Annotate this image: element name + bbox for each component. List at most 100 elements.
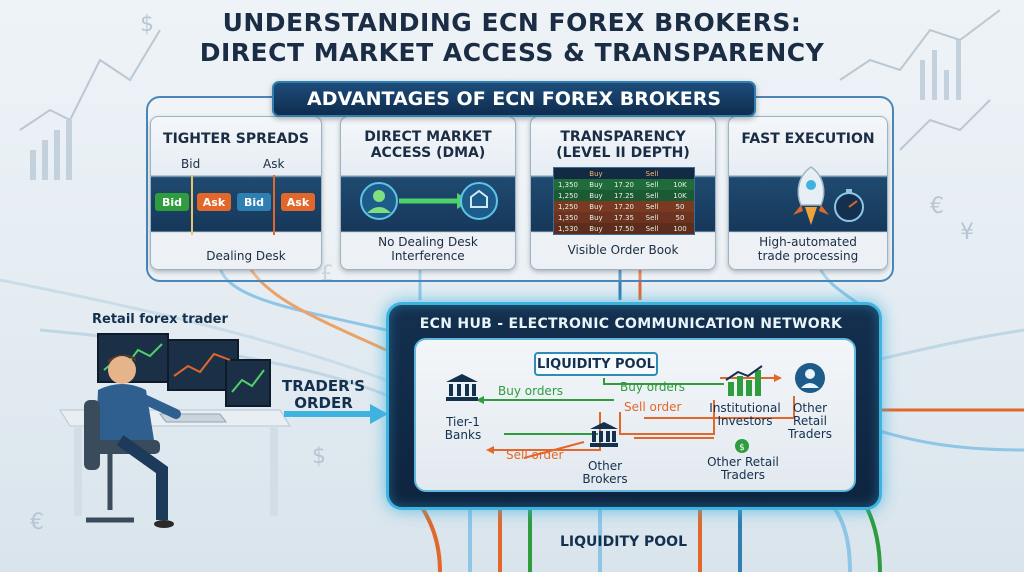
ob-header: Sell — [645, 169, 659, 178]
card-title-line-2: Access (DMA) — [370, 145, 486, 161]
order-arrow — [284, 404, 388, 424]
bid-pill: Bid — [155, 193, 189, 211]
ob-cell: 10K — [673, 191, 687, 200]
bank-icon — [446, 374, 478, 401]
node-other-brokers: Other Brokers — [578, 460, 632, 486]
stopwatch-icon — [834, 189, 864, 222]
ask-pill: Ask — [197, 193, 231, 211]
svg-text:$: $ — [739, 443, 745, 453]
node-line: Other Retail — [707, 455, 779, 469]
currency-yen-icon: ¥ — [960, 220, 974, 245]
hub-title: ECN Hub - Electronic Communication Netwo… — [419, 316, 843, 332]
currency-dollar-icon: $ — [312, 444, 326, 469]
node-line: Brokers — [582, 472, 628, 486]
ob-cell: Sell — [645, 180, 659, 189]
order-book-header: Buy Sell — [554, 168, 694, 179]
person-icon — [795, 363, 825, 393]
order-book-row: 1,350 Buy 17.20 Sell 10K — [554, 179, 694, 190]
card-tighter-spreads: Tighter Spreads Bid Ask Bid Ask Bid Ask … — [150, 116, 322, 270]
trader-illustration — [59, 333, 291, 528]
ob-cell: 50 — [675, 202, 685, 211]
traders-order-label: Trader's Order — [282, 378, 365, 412]
card-title-line-2: (Level II Depth) — [556, 145, 690, 161]
flow-buy-orders-1: Buy orders — [498, 384, 564, 398]
card-title-line-1: Direct Market — [364, 129, 492, 145]
node-line: Institutional — [709, 401, 781, 415]
order-book-row: 1,530 Buy 17.50 Sell 100 — [554, 223, 694, 234]
liquidity-pool-bottom-label: Liquidity Pool — [560, 534, 687, 550]
ob-cell: 100 — [673, 224, 687, 233]
card-fast-execution: Fast Execution High-automated trade proc… — [728, 116, 888, 270]
node-tier1-banks: Tier-1 Banks — [438, 416, 488, 442]
card-caption: High-automated trade processing — [729, 235, 887, 263]
card-caption: Dealing Desk — [206, 249, 286, 263]
node-line: Traders — [787, 427, 833, 441]
page-title: Understanding ECN Forex Brokers: Direct … — [0, 8, 1024, 68]
ob-cell: 1,250 — [557, 191, 579, 200]
currency-dollar-icon: $ — [140, 12, 154, 37]
ob-cell: Buy — [589, 224, 603, 233]
node-other-retail-traders-bottom: Other Retail Traders — [698, 456, 788, 482]
card-caption-line-1: High-automated — [759, 235, 857, 249]
ask-pill: Ask — [281, 193, 315, 211]
order-book-row: 1,350 Buy 17.35 Sell 50 — [554, 212, 694, 223]
rocket-icon — [793, 166, 829, 225]
card-caption-line-2: trade processing — [757, 249, 859, 263]
node-line: Investors — [717, 414, 773, 428]
flow-buy-orders-2: Buy orders — [620, 380, 686, 394]
ob-cell: 1,250 — [557, 202, 579, 211]
ob-cell: 17.20 — [613, 202, 635, 211]
card-transparency: Transparency (Level II Depth) Buy Sell 1… — [530, 116, 716, 270]
card-caption-line-2: Interference — [391, 249, 465, 263]
node-line: Banks — [444, 428, 482, 442]
card-dma: Direct Market Access (DMA) No Dealing De… — [340, 116, 516, 270]
spread-line-right — [273, 175, 275, 235]
ask-top-label: Ask — [263, 157, 285, 171]
card-caption: Visible Order Book — [567, 243, 679, 257]
order-label-line-2: Order — [294, 394, 353, 412]
ob-cell: 17.25 — [613, 191, 635, 200]
ob-cell: Buy — [589, 180, 603, 189]
liquidity-pool-label: Liquidity Pool — [534, 352, 658, 376]
coin-icon: $ — [735, 439, 749, 453]
ob-cell: Sell — [645, 213, 659, 222]
card-title: Transparency (Level II Depth) — [531, 129, 715, 161]
currency-euro-icon: € — [30, 510, 44, 535]
node-line: Tier-1 — [446, 415, 480, 429]
ob-header: Buy — [589, 169, 603, 178]
bar-chart-icon — [725, 365, 763, 396]
bank-icon — [590, 422, 618, 447]
ob-cell: 17.35 — [613, 213, 635, 222]
order-label-line-1: Trader's — [282, 377, 366, 395]
node-line: Traders — [720, 468, 766, 482]
ob-cell: Buy — [589, 191, 603, 200]
card-caption: No Dealing Desk Interference — [341, 235, 515, 263]
card-title: Fast Execution — [741, 131, 875, 147]
ob-cell: 10K — [673, 180, 687, 189]
ob-cell: Sell — [645, 224, 659, 233]
dma-icon — [360, 182, 498, 220]
ob-cell: 1,350 — [557, 213, 579, 222]
spread-line-left — [191, 175, 193, 235]
ob-cell: 50 — [675, 213, 685, 222]
trader-label: Retail forex trader — [92, 312, 228, 327]
ob-cell: 17.20 — [613, 180, 635, 189]
ob-cell: 1,350 — [557, 180, 579, 189]
ob-cell: Sell — [645, 202, 659, 211]
ob-cell: Buy — [589, 202, 603, 211]
advantages-banner: Advantages of ECN Forex Brokers — [272, 81, 756, 117]
node-institutional-investors: Institutional Investors — [700, 402, 790, 428]
ob-cell: 1,530 — [557, 224, 579, 233]
card-caption-line-1: No Dealing Desk — [378, 235, 478, 249]
title-line-1: Understanding ECN Forex Brokers: — [222, 8, 802, 37]
bid-top-label: Bid — [181, 157, 201, 171]
currency-euro-icon: € — [930, 194, 944, 219]
node-line: Retail — [793, 414, 827, 428]
card-title: Tighter Spreads — [163, 131, 309, 147]
bid-pill: Bid — [237, 193, 271, 211]
node-line: Other — [792, 401, 828, 415]
ob-cell: 17.50 — [613, 224, 635, 233]
ob-cell: Buy — [589, 213, 603, 222]
